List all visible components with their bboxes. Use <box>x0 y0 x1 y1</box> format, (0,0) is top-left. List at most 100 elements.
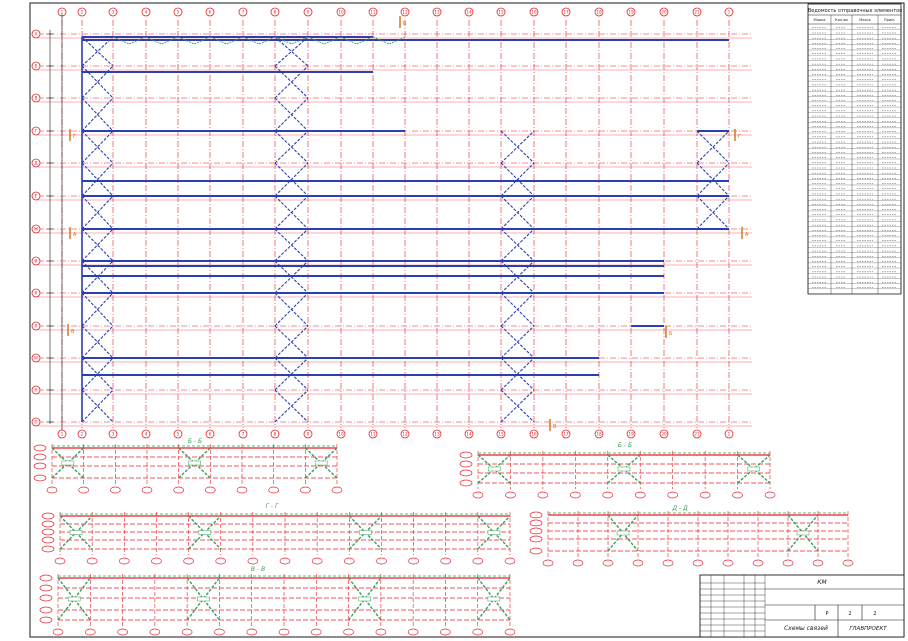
bracing-section-2: Г - Г <box>41 503 516 565</box>
plan-bracing-panel <box>274 260 309 294</box>
sheet-number: 2 <box>848 611 851 617</box>
plan-bracing-panel <box>500 260 535 294</box>
axis-bubble-left-И: И <box>31 256 41 266</box>
axis-bubble-left-М-label: М <box>34 356 38 361</box>
section-axis-bubble <box>247 557 259 565</box>
section-cut-mark: В <box>67 324 75 336</box>
section-title: Б - Б <box>188 438 202 445</box>
axis-bubble-top-5-label: 5 <box>177 10 180 15</box>
level-marker <box>41 545 55 553</box>
section-axis-bubble <box>78 486 90 494</box>
plan-bracing-panel <box>500 195 535 230</box>
plan-bracing-panel <box>696 130 730 164</box>
section-axis-bubble <box>542 559 554 567</box>
axis-bubble-bottom-3: 3 <box>108 429 118 439</box>
section-brace <box>304 447 338 479</box>
axis-bubble-top-2: 2 <box>77 7 87 17</box>
section-axis-bubble <box>331 486 343 494</box>
plan-bracing-panel <box>81 228 114 262</box>
axis-bubble-top-17-label: 17 <box>563 10 569 15</box>
level-marker <box>39 616 53 624</box>
section-title: Д - Д <box>671 505 688 512</box>
section-axis-bubble <box>842 559 854 567</box>
plan-bracing-panel <box>500 130 535 164</box>
axis-bubble-bottom-16: 16 <box>529 429 539 439</box>
plan-bracing-panel <box>274 228 309 262</box>
plan-bracing-panel <box>274 357 309 391</box>
section-brace <box>477 454 511 484</box>
plan-bracing-panel <box>500 325 535 359</box>
section-axis-bubble <box>408 557 419 565</box>
brace-tag <box>188 460 201 466</box>
axis-bubble-left-Б: Б <box>31 61 41 71</box>
section-axis-bubble <box>236 486 248 494</box>
level-marker <box>33 444 47 452</box>
section-axis-bubble <box>181 628 193 636</box>
section-axis-bubble <box>204 486 216 494</box>
sheets-total: 2 <box>873 611 876 617</box>
axis-bubble-left-М: М <box>31 353 41 363</box>
section-cut-label: В <box>553 424 557 430</box>
section-axis-bubble <box>602 491 614 499</box>
axis-bubble-left-К: К <box>31 288 41 298</box>
axis-bubble-left-Г-label: Г <box>35 129 38 134</box>
axis-bubble-left-Л-label: Л <box>34 324 37 329</box>
level-marker <box>529 527 543 535</box>
axis-bubble-bottom-9-label: 9 <box>307 432 310 437</box>
axis-bubble-left-И-label: И <box>34 259 37 264</box>
section-axis-bubble <box>440 557 452 565</box>
section-title: Б - Б <box>618 442 632 449</box>
brace-tag <box>487 596 501 602</box>
bracing-sections: Б - Б Б - Б Г - Г Д - Д В - В <box>33 438 854 636</box>
axis-bubble-left-Е-label: Е <box>35 194 38 199</box>
section-axis-bubble <box>310 628 322 636</box>
axis-bubble-bottom-1-label: 1 <box>728 432 731 437</box>
level-marker <box>529 535 543 543</box>
spec-header-2: Кол-во <box>835 18 848 22</box>
bracing-section-4: В - В <box>39 566 516 636</box>
brace-tag <box>747 466 761 472</box>
brace-tag <box>358 596 371 602</box>
brace-tag <box>487 530 501 535</box>
level-marker <box>39 584 53 592</box>
axis-bubble-bottom-6: 6 <box>205 429 215 439</box>
axis-bubble-left-Ж-label: Ж <box>34 227 39 232</box>
axis-bubble-bottom-8-label: 8 <box>274 432 277 437</box>
axis-bubble-top-21: 21 <box>692 7 702 17</box>
section-cut-label: Г <box>73 134 76 140</box>
axis-bubble-bottom-18-label: 18 <box>596 432 602 437</box>
axis-bubble-bottom-20: 20 <box>659 429 669 439</box>
brace-tag <box>197 596 210 602</box>
level-marker <box>39 574 53 582</box>
plan-bracing-panel <box>274 162 309 197</box>
spec-header-1: Марка <box>814 18 826 22</box>
axis-bubble-left-Г: Г <box>31 126 41 136</box>
axis-bubble-top-1-label: 1 <box>728 10 731 15</box>
section-axis-bubble <box>667 491 679 499</box>
section-axis-bubble <box>268 486 280 494</box>
plan-bracing-panel <box>500 389 535 423</box>
section-axis-bubble <box>722 559 734 567</box>
axis-bubble-bottom-13: 13 <box>432 429 442 439</box>
section-axis-bubble <box>149 628 161 636</box>
section-axis-bubble <box>504 628 516 636</box>
axis-bubble-top-15: 15 <box>496 7 506 17</box>
section-axis-bubble <box>52 628 64 636</box>
axis-bubble-bottom-8: 8 <box>270 429 280 439</box>
section-cut-mark: Б <box>399 16 407 28</box>
axis-bubble-top-7: 7 <box>238 7 248 17</box>
axis-bubble-top-10: 10 <box>336 7 346 17</box>
level-marker <box>39 594 53 602</box>
axis-bubble-top-19: 19 <box>626 7 636 17</box>
bracing-section-1: Б - Б <box>459 442 776 499</box>
axis-bubble-top-18: 18 <box>594 7 604 17</box>
axis-bubble-top-6: 6 <box>205 7 215 17</box>
axis-bubble-bottom-1-label: 1 <box>61 432 64 437</box>
level-marker <box>33 462 47 470</box>
axis-bubble-bottom-5: 5 <box>173 429 183 439</box>
axis-bubble-bottom-1: 1 <box>57 429 67 439</box>
axis-bubble-left-В-label: В <box>35 96 38 101</box>
axis-bubble-bottom-10: 10 <box>336 429 346 439</box>
axis-bubble-top-18-label: 18 <box>596 10 602 15</box>
